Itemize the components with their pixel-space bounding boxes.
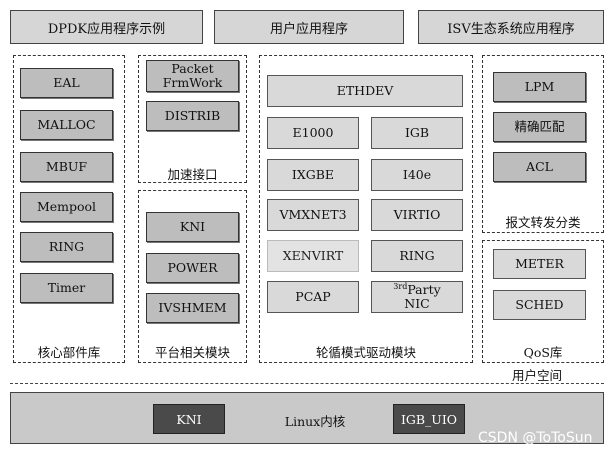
packet-classification-group xyxy=(482,55,604,233)
dpdk-examples-box: DPDK应用程序示例 xyxy=(10,10,203,44)
ixgbe-module: IXGBE xyxy=(267,159,359,191)
qos-group xyxy=(482,240,604,363)
kni-module: KNI xyxy=(146,212,239,242)
watermark-text: CSDN @ToToSun xyxy=(478,430,593,446)
ethdev-module: ETHDEV xyxy=(267,75,463,107)
meter-module: METER xyxy=(493,249,586,279)
acl-module: ACL xyxy=(493,152,586,182)
xenvirt-module: XENVIRT xyxy=(267,240,359,272)
lpm-module: LPM xyxy=(493,72,586,102)
e1000-module: E1000 xyxy=(267,117,359,149)
virtio-module: VIRTIO xyxy=(371,199,463,231)
qos-label: QoS库 xyxy=(523,345,563,360)
user-space-label: 用户空间 xyxy=(511,368,562,383)
kernel-kni-module: KNI xyxy=(153,404,225,434)
packet-framework-module: Packet FrmWork xyxy=(146,60,239,92)
acceleration-interface-group xyxy=(138,55,247,183)
igb-uio-module: IGB_UIO xyxy=(393,404,465,434)
linux-kernel-box xyxy=(10,392,604,444)
distrib-module: DISTRIB xyxy=(146,101,239,131)
user-kernel-separator xyxy=(10,383,604,384)
poll-mode-driver-group xyxy=(259,55,473,363)
third-party-label: Party NIC xyxy=(404,282,441,311)
core-libraries-group xyxy=(13,55,125,363)
isv-ecosystem-box: ISV生态系统应用程序 xyxy=(418,10,604,44)
ivshmem-module: IVSHMEM xyxy=(146,293,239,323)
poll-mode-driver-label: 轮循模式驱动模块 xyxy=(315,345,416,360)
mempool-module: Mempool xyxy=(20,192,113,222)
sched-module: SCHED xyxy=(493,290,586,320)
dpdk-examples-label: DPDK应用程序示例 xyxy=(47,21,166,37)
vmxnet3-module: VMXNET3 xyxy=(267,199,359,231)
user-applications-box: 用户应用程序 xyxy=(214,10,404,44)
ring-module: RING xyxy=(20,232,113,262)
isv-ecosystem-label: ISV生态系统应用程序 xyxy=(447,21,575,37)
power-module: POWER xyxy=(146,253,239,283)
linux-kernel-label: Linux内核 xyxy=(284,414,346,429)
third-party-superscript: 3rd xyxy=(393,281,408,291)
pcap-module: PCAP xyxy=(267,281,359,313)
platform-modules-group xyxy=(138,190,247,363)
packet-classification-label: 报文转发分类 xyxy=(505,215,581,230)
acceleration-interface-label: 加速接口 xyxy=(167,167,218,182)
exact-match-module: 精确匹配 xyxy=(493,112,586,142)
eal-module: EAL xyxy=(20,68,113,98)
core-libraries-label: 核心部件库 xyxy=(37,345,101,360)
i40e-module: I40e xyxy=(371,159,463,191)
user-applications-label: 用户应用程序 xyxy=(269,21,348,37)
igb-module: IGB xyxy=(371,117,463,149)
timer-module: Timer xyxy=(20,273,113,303)
mbuf-module: MBUF xyxy=(20,152,113,182)
third-party-nic-module: 3rdParty NIC xyxy=(371,281,463,313)
pmd-ring-module: RING xyxy=(371,240,463,272)
malloc-module: MALLOC xyxy=(20,110,113,140)
platform-modules-label: 平台相关模块 xyxy=(154,345,230,360)
